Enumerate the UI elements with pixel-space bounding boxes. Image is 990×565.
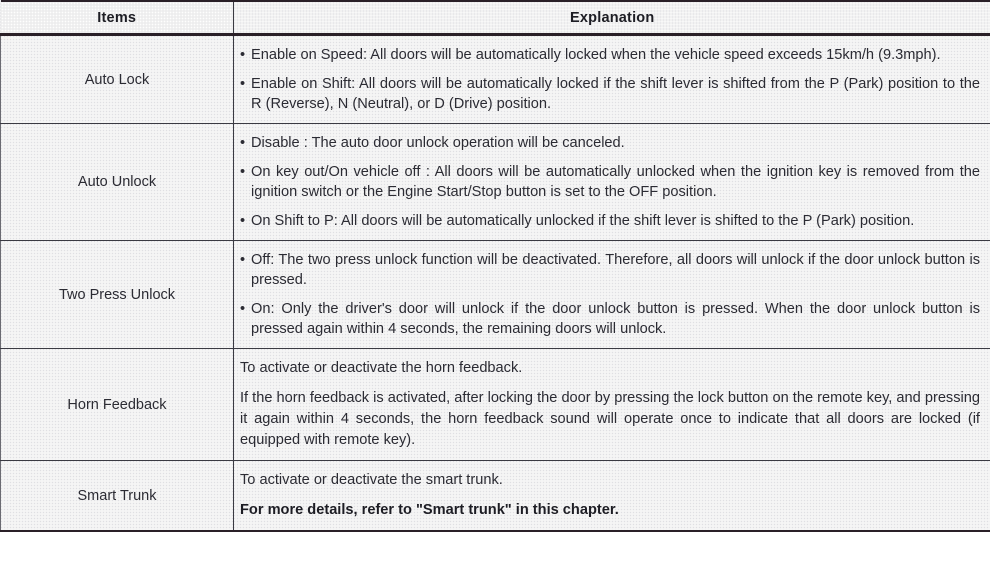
row-explanation-cell: • Enable on Speed: All doors will be auto… [233, 34, 990, 124]
explanation-bullet-text: Disable : The auto door unlock operation… [251, 135, 625, 151]
explanation-bullet-list: • Off: The two press unlock function will… [240, 250, 980, 339]
explanation-bullet-item: • On Shift to P: All doors will be automa… [240, 211, 980, 231]
table-row: Smart Trunk To activate or deactivate the… [0, 460, 990, 532]
table-row: Two Press Unlock • Off: The two press unlo… [0, 240, 990, 349]
row-explanation-cell: To activate or deactivate the horn feedb… [233, 348, 990, 461]
explanation-bullet-list: • Enable on Speed: All doors will be auto… [240, 45, 980, 114]
column-header-explanation: Explanation [233, 0, 990, 36]
table-header-row: Items Explanation [0, 0, 990, 36]
explanation-bullet-text: On key out/On vehicle off : All doors wi… [251, 164, 980, 200]
explanation-bullet-item: • On: Only the driver's door will unlock … [240, 299, 980, 339]
explanation-bullet-list: • Disable : The auto door unlock operatio… [240, 133, 980, 231]
row-item-label: Auto Unlock [0, 123, 234, 241]
table-header: Items Explanation [0, 0, 990, 36]
row-item-label: Smart Trunk [0, 460, 234, 532]
explanation-content: To activate or deactivate the smart trun… [234, 461, 990, 530]
explanation-content: To activate or deactivate the horn feedb… [234, 349, 990, 460]
row-item-label: Horn Feedback [0, 348, 234, 461]
explanation-paragraph: To activate or deactivate the smart trun… [240, 472, 503, 488]
bullet-dot-icon: • [240, 213, 246, 229]
row-item-label: Auto Lock [0, 34, 234, 124]
bullet-dot-icon: • [240, 252, 246, 268]
explanation-paragraph: To activate or deactivate the horn feedb… [240, 360, 523, 376]
column-header-items: Items [0, 0, 234, 36]
row-explanation-cell: • Off: The two press unlock function will… [233, 240, 990, 349]
explanation-bullet-text: On Shift to P: All doors will be automat… [251, 213, 915, 229]
explanation-content: • Enable on Speed: All doors will be auto… [234, 36, 990, 123]
table-row: Auto Lock • Enable on Speed: All doors wil… [0, 34, 990, 124]
explanation-paragraph: If the horn feedback is activated, after… [240, 390, 980, 448]
table-row: Horn Feedback To activate or deactivate t… [0, 348, 990, 461]
bullet-dot-icon: • [240, 164, 246, 180]
explanation-bullet-item: • Enable on Shift: All doors will be auto… [240, 74, 980, 114]
explanation-bullet-item: • Enable on Speed: All doors will be auto… [240, 45, 980, 65]
explanation-content: • Disable : The auto door unlock operatio… [234, 124, 990, 240]
explanation-content: • Off: The two press unlock function will… [234, 241, 990, 348]
explanation-bullet-text: Enable on Shift: All doors will be autom… [251, 76, 980, 112]
explanation-bullet-text: Off: The two press unlock function will … [251, 252, 980, 288]
bullet-dot-icon: • [240, 301, 246, 317]
row-item-label: Two Press Unlock [0, 240, 234, 349]
bullet-dot-icon: • [240, 47, 246, 63]
table-body: Auto Lock • Enable on Speed: All doors wil… [0, 34, 990, 532]
explanation-bullet-text: On: Only the driver's door will unlock i… [251, 301, 980, 337]
explanation-bullet-item: • On key out/On vehicle off : All doors w… [240, 162, 980, 202]
explanation-paragraph: For more details, refer to "Smart trunk"… [240, 502, 619, 518]
door-lock-settings-table: Items Explanation Auto Lock • Enable on Sp… [0, 0, 990, 532]
bullet-dot-icon: • [240, 135, 246, 151]
explanation-bullet-item: • Off: The two press unlock function will… [240, 250, 980, 290]
row-explanation-cell: • Disable : The auto door unlock operatio… [233, 123, 990, 241]
row-explanation-cell: To activate or deactivate the smart trun… [233, 460, 990, 532]
table-row: Auto Unlock • Disable : The auto door unlo… [0, 123, 990, 241]
explanation-bullet-item: • Disable : The auto door unlock operatio… [240, 133, 980, 153]
explanation-bullet-text: Enable on Speed: All doors will be autom… [251, 47, 941, 63]
bullet-dot-icon: • [240, 76, 246, 92]
